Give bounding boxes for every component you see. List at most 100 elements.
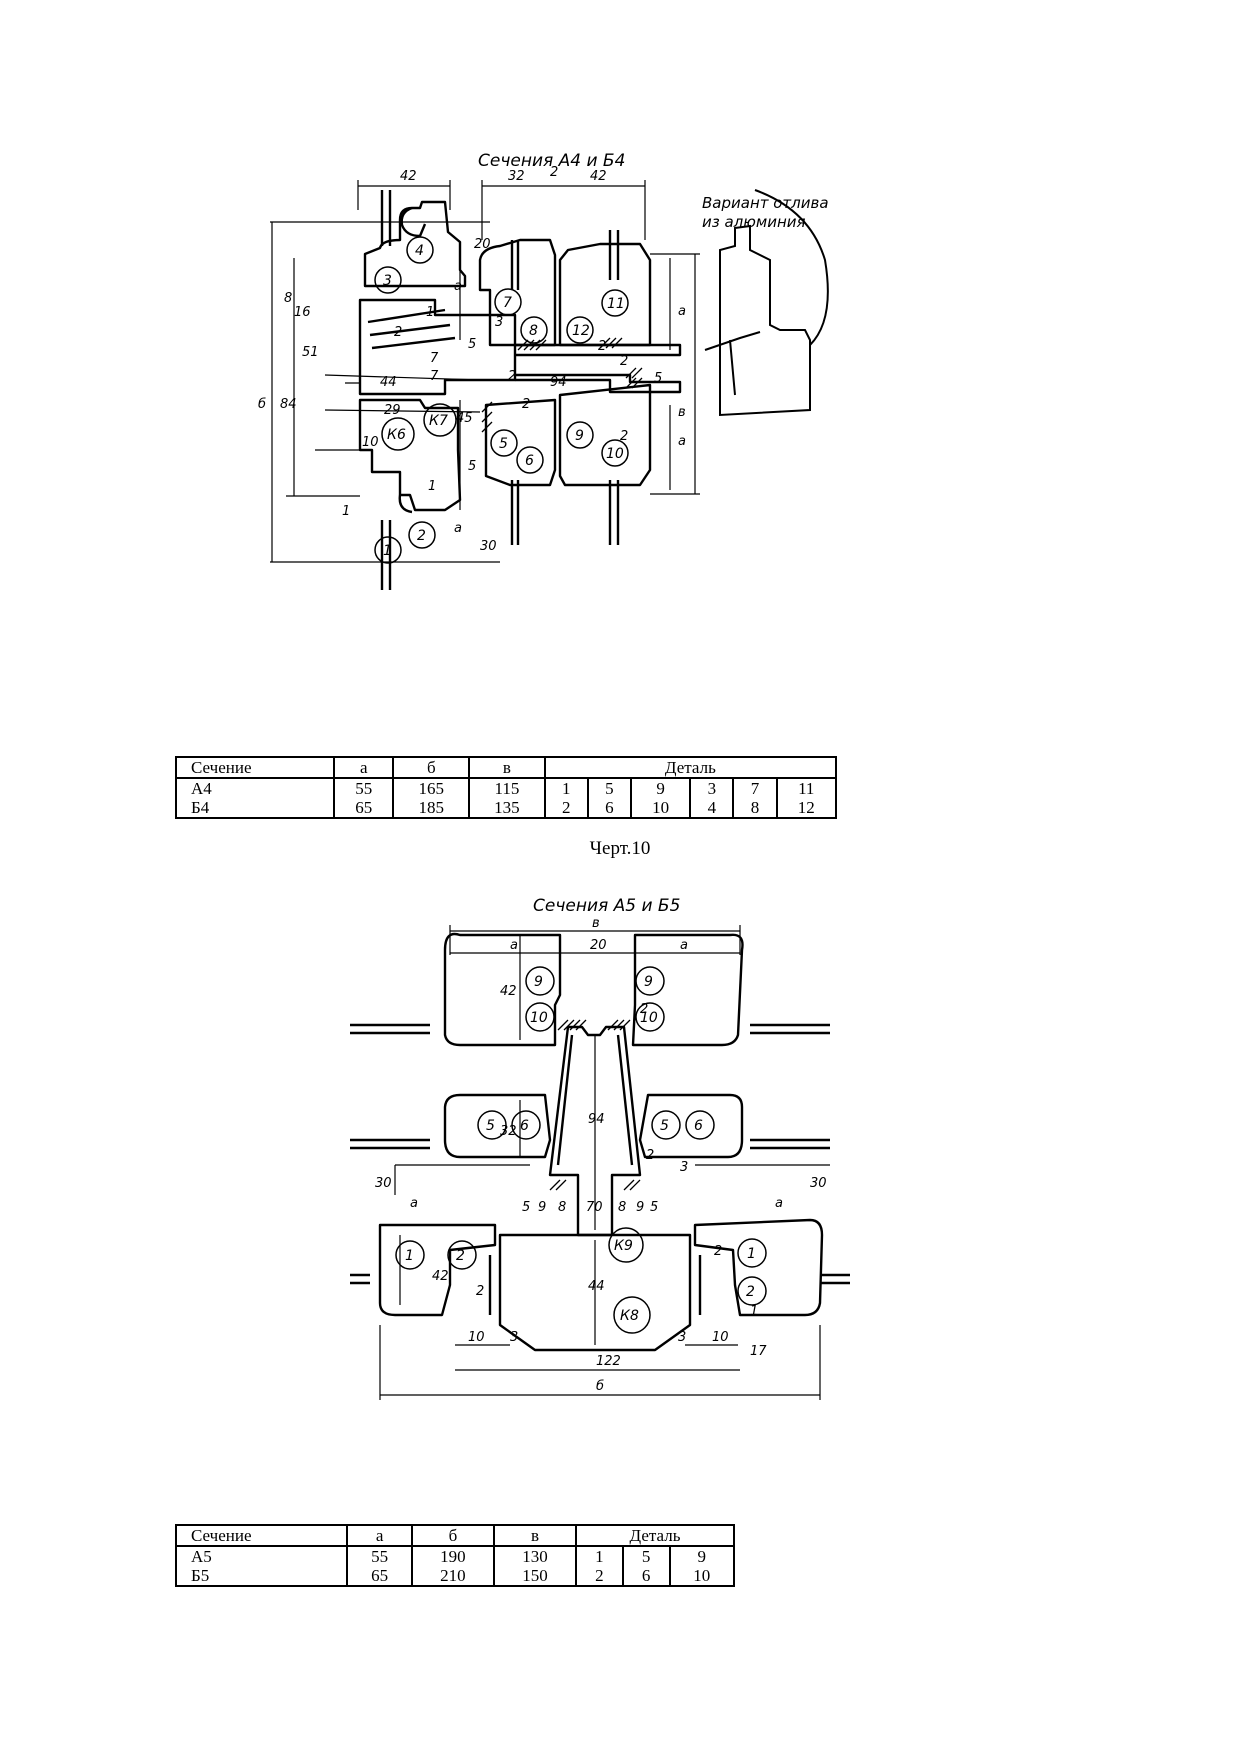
table-header: Сечение (174, 756, 336, 779)
part-label: К8 (620, 1308, 639, 1324)
dim-label: 9 (538, 1200, 546, 1215)
dim-label: 42 (590, 169, 607, 184)
table-header: б (410, 1524, 495, 1547)
dim-label: 20 (474, 237, 491, 252)
part-label: 10 (530, 1010, 548, 1026)
table-cell: 10 (629, 798, 692, 819)
part-label: 9 (644, 974, 653, 990)
table-cell: 7 (732, 778, 778, 798)
dim-label: 122 (596, 1354, 621, 1369)
part-label: 10 (640, 1010, 658, 1026)
table-header: Сечение (174, 1524, 349, 1547)
table-cell: 135 (468, 798, 546, 819)
table-cell: 12 (775, 798, 837, 819)
dim-label: 30 (375, 1176, 392, 1191)
table-cell: 185 (392, 798, 471, 819)
figure-caption: Черт.10 (589, 838, 651, 859)
table-cell: 130 (492, 1546, 578, 1566)
dim-label: 2 (620, 354, 628, 369)
dim-label: 5 (650, 1200, 658, 1215)
dim-label: 44 (588, 1279, 605, 1294)
drawing-sections-a4-b4: Сечения А4 и Б4 Вариант отлива из алюмин… (258, 151, 829, 590)
dim-label: 8 (558, 1200, 566, 1215)
dim-label: 2 (714, 1244, 722, 1259)
dim-label: 42 (500, 984, 517, 999)
dim-label: а (680, 938, 688, 953)
table-header: а (333, 756, 395, 779)
dim-label: 16 (294, 305, 311, 320)
dim-label: 3 (495, 315, 503, 330)
part-label: 6 (694, 1118, 703, 1134)
table-cell: 55 (346, 1546, 413, 1566)
table-cell: 2 (543, 798, 589, 819)
dim-label: 45 (456, 411, 473, 426)
table-cell: 9 (629, 778, 692, 798)
figure1-title: Сечения А4 и Б4 (478, 151, 625, 171)
drawing-sections-a5-b5: Сечения А5 и Б5 в а 20 а 42 2 94 32 2 3 … (350, 896, 850, 1400)
table-cell: Б5 (174, 1566, 349, 1587)
part-label: 2 (456, 1248, 465, 1264)
dim-label: 94 (588, 1112, 605, 1127)
table-cell: 10 (668, 1566, 736, 1587)
table-cell: 210 (410, 1566, 495, 1587)
part-label: 8 (529, 323, 538, 339)
table-cell: А5 (174, 1546, 349, 1566)
dim-label: 94 (550, 375, 567, 390)
dim-label: 42 (400, 169, 417, 184)
dim-label: 17 (750, 1344, 767, 1359)
dim-label: 42 (432, 1269, 449, 1284)
part-label: 11 (607, 296, 625, 312)
table-cell: 6 (586, 798, 632, 819)
table-cell: 150 (492, 1566, 578, 1587)
dim-label: 10 (468, 1330, 485, 1345)
table-header: в (492, 1524, 578, 1547)
variant-note-line2: из алюминия (702, 213, 806, 231)
dim-label: б (258, 397, 266, 412)
dim-label: 5 (654, 371, 662, 386)
table-cell: 5 (621, 1546, 671, 1566)
part-label: 12 (572, 323, 590, 339)
table-cell: 2 (575, 1566, 624, 1587)
table-cell: 3 (689, 778, 735, 798)
dim-label: 2 (394, 325, 402, 340)
table-row: А5 55 190 130 1 5 9 (174, 1546, 736, 1566)
dim-label: 3 (678, 1330, 686, 1345)
dim-label: 70 (586, 1200, 603, 1215)
dim-label: 29 (384, 403, 401, 418)
table-cell: Б4 (174, 798, 336, 819)
table-header: Деталь (575, 1524, 735, 1547)
dim-label: а (454, 521, 462, 536)
table-cell: 1 (575, 1546, 624, 1566)
table-cell: 65 (346, 1566, 413, 1587)
dim-label: б (596, 1379, 604, 1394)
part-label: 3 (383, 273, 392, 289)
table-cell: 4 (689, 798, 735, 819)
part-label: 1 (405, 1248, 414, 1264)
dim-label: 7 (430, 351, 439, 366)
spec-table-a4-b4: Сечение а б в Деталь А4 55 165 115 1 5 9… (174, 756, 838, 819)
table-header: а (346, 1524, 413, 1547)
dim-label: 30 (480, 539, 497, 554)
table-cell: 11 (775, 778, 837, 798)
part-label: 2 (746, 1284, 755, 1300)
dim-label: 10 (362, 435, 379, 450)
part-label: 4 (415, 243, 424, 259)
dim-label: 30 (810, 1176, 827, 1191)
dim-label: 1 (342, 504, 350, 519)
part-label: 6 (525, 453, 534, 469)
dim-label: 32 (508, 169, 525, 184)
part-label: 9 (575, 428, 584, 444)
part-label: 1 (383, 543, 392, 559)
dim-label: 84 (280, 397, 297, 412)
table-cell: 9 (668, 1546, 736, 1566)
dim-label: 8 (618, 1200, 626, 1215)
table-cell: 5 (586, 778, 632, 798)
table-cell: 115 (468, 778, 546, 798)
part-label: 2 (417, 528, 426, 544)
table-header: Деталь (543, 756, 838, 779)
dim-label: а (510, 938, 518, 953)
dim-label: а (775, 1196, 783, 1211)
part-label: 1 (747, 1246, 756, 1262)
dim-label: 44 (380, 375, 397, 390)
table-cell: 55 (333, 778, 395, 798)
